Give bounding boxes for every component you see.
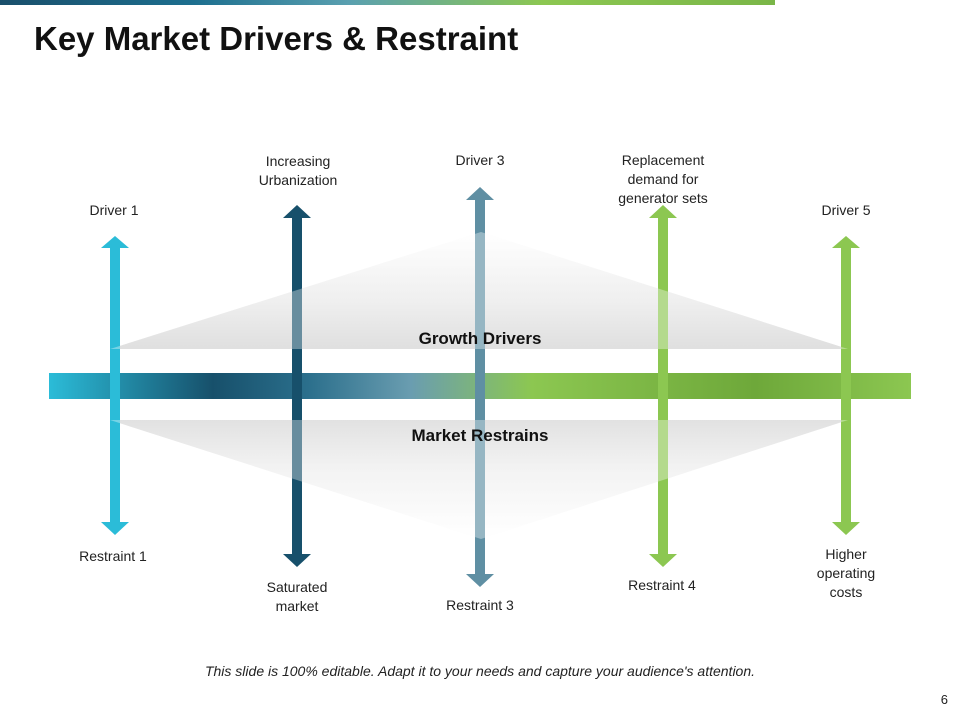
market-restrains-label: Market Restrains xyxy=(411,426,549,445)
arrow-4-shaft xyxy=(658,217,668,555)
arrow-2-shaft xyxy=(292,217,302,555)
arrow-driver-2 xyxy=(283,205,311,567)
arrow-3-up-head xyxy=(466,187,494,200)
growth-area-overlay xyxy=(110,232,848,349)
arrow-3-down-head xyxy=(466,574,494,587)
arrow-5-up-head xyxy=(832,236,860,248)
footer-note: This slide is 100% editable. Adapt it to… xyxy=(204,663,756,679)
arrow-driver-5 xyxy=(832,236,860,535)
arrow-driver-4 xyxy=(649,205,677,567)
growth-drivers-label: Growth Drivers xyxy=(418,329,542,348)
arrow-3-shaft xyxy=(475,199,485,575)
restraint-5-label: Higher operating costs xyxy=(816,546,876,600)
top-accent-bar xyxy=(0,0,775,5)
driver-5-label: Driver 5 xyxy=(821,202,871,218)
arrow-5-shaft xyxy=(841,247,851,523)
arrow-driver-3 xyxy=(466,187,494,587)
restraint-4-label: Restraint 4 xyxy=(628,577,696,593)
arrow-driver-1 xyxy=(101,236,129,535)
restraint-1-label: Restraint 1 xyxy=(79,548,147,564)
restraint-2-label: Saturated market xyxy=(266,579,328,614)
arrow-1-shaft xyxy=(110,247,120,523)
page-title: Key Market Drivers & Restraint xyxy=(34,20,519,57)
page-number: 6 xyxy=(940,692,948,707)
driver-3-label: Driver 3 xyxy=(455,152,505,168)
arrow-5-down-head xyxy=(832,522,860,535)
arrow-4-down-head xyxy=(649,554,677,567)
restraint-area-overlay xyxy=(110,420,848,539)
driver-1-label: Driver 1 xyxy=(89,202,139,218)
driver-2-label: Increasing Urbanization xyxy=(258,153,338,188)
arrow-4-up-head xyxy=(649,205,677,218)
driver-4-label: Replacement demand for generator sets xyxy=(618,152,708,206)
arrow-1-down-head xyxy=(101,522,129,535)
restraint-3-label: Restraint 3 xyxy=(446,597,514,613)
arrow-2-up-head xyxy=(283,205,311,218)
arrow-1-up-head xyxy=(101,236,129,248)
arrow-2-down-head xyxy=(283,554,311,567)
